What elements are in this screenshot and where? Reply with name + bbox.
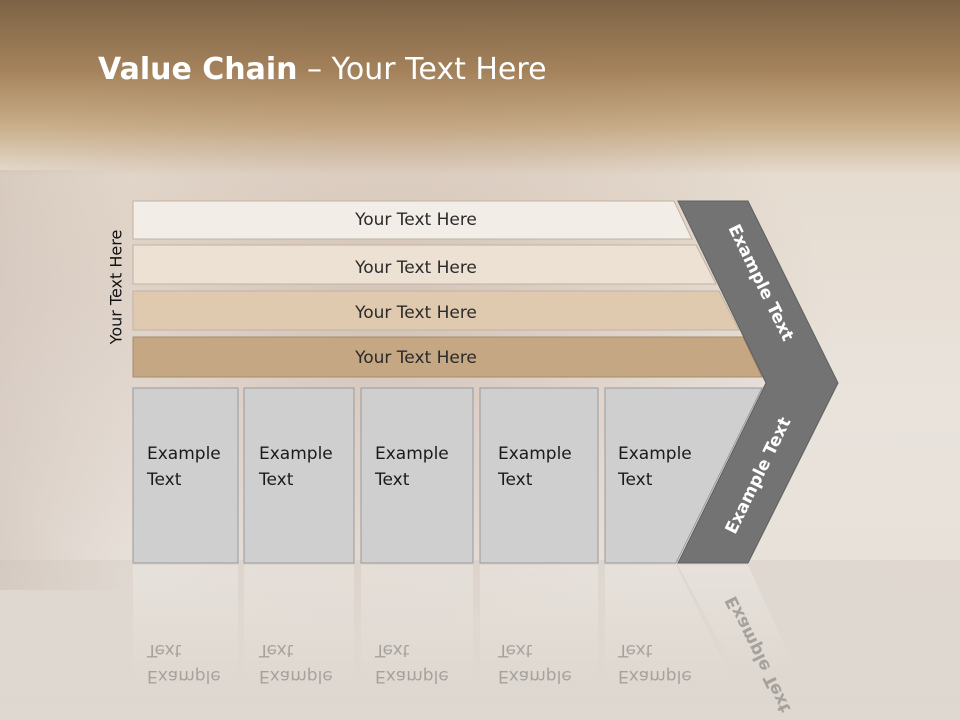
box-2-reflection-line1: Example bbox=[259, 666, 333, 686]
box-3: Example Text bbox=[360, 387, 474, 564]
box-2: Example Text bbox=[243, 387, 355, 564]
box-4-line1: Example bbox=[498, 444, 572, 464]
box-2-line1: Example bbox=[259, 444, 333, 464]
box-1-reflection-line2: Text bbox=[146, 640, 182, 660]
bar-1-shape bbox=[132, 200, 693, 240]
bar-1: Your Text Here bbox=[132, 200, 693, 240]
box-1-shape bbox=[132, 387, 239, 564]
box-3-reflection bbox=[361, 565, 473, 685]
box-4: Example Text bbox=[479, 387, 599, 564]
bar-3-shape bbox=[132, 290, 740, 331]
box-4-reflection-line2: Text bbox=[497, 640, 533, 660]
box-3-reflection-line1: Example bbox=[375, 666, 449, 686]
slide-title: Value Chain – Your Text Here bbox=[98, 52, 547, 87]
box-1-line2: Text bbox=[146, 470, 182, 490]
box-4-reflection bbox=[480, 565, 598, 685]
box-2-shape bbox=[243, 387, 355, 564]
title-bold: Value Chain bbox=[98, 52, 298, 87]
box-5-reflection bbox=[605, 565, 735, 685]
box-2-reflection-line2: Text bbox=[258, 640, 294, 660]
bar-4-shape bbox=[132, 336, 763, 378]
chevron-arrow-shape bbox=[677, 200, 839, 564]
bar-2: Your Text Here bbox=[132, 244, 717, 285]
bar-4-label: Your Text Here bbox=[354, 348, 477, 368]
reflection: Example Text Example Text Example Text E… bbox=[133, 565, 800, 716]
box-3-line2: Text bbox=[374, 470, 410, 490]
box-5-line2: Text bbox=[617, 470, 653, 490]
bar-3: Your Text Here bbox=[132, 290, 740, 331]
box-1-reflection-line1: Example bbox=[147, 666, 221, 686]
box-3-line1: Example bbox=[375, 444, 449, 464]
box-2-reflection bbox=[244, 565, 354, 685]
box-5: Example Text bbox=[604, 387, 763, 564]
box-5-reflection-line1: Example bbox=[618, 666, 692, 686]
box-4-reflection-line1: Example bbox=[498, 666, 572, 686]
title-rest: – Your Text Here bbox=[297, 52, 547, 87]
box-5-line1: Example bbox=[618, 444, 692, 464]
box-3-shape bbox=[360, 387, 474, 564]
box-2-line2: Text bbox=[258, 470, 294, 490]
box-1: Example Text bbox=[132, 387, 239, 564]
box-4-line2: Text bbox=[497, 470, 533, 490]
arrow-reflection bbox=[678, 565, 800, 680]
bar-2-shape bbox=[132, 244, 717, 285]
box-5-reflection-line2: Text bbox=[617, 640, 653, 660]
box-3-reflection-line2: Text bbox=[374, 640, 410, 660]
background-shade bbox=[0, 170, 130, 590]
bar-2-label: Your Text Here bbox=[354, 258, 477, 278]
box-4-shape bbox=[479, 387, 599, 564]
bar-1-label: Your Text Here bbox=[354, 210, 477, 230]
bar-3-label: Your Text Here bbox=[354, 303, 477, 323]
box-5-shape bbox=[604, 387, 763, 564]
box-1-line1: Example bbox=[147, 444, 221, 464]
box-1-reflection bbox=[133, 565, 238, 685]
bar-4: Your Text Here bbox=[132, 336, 763, 378]
